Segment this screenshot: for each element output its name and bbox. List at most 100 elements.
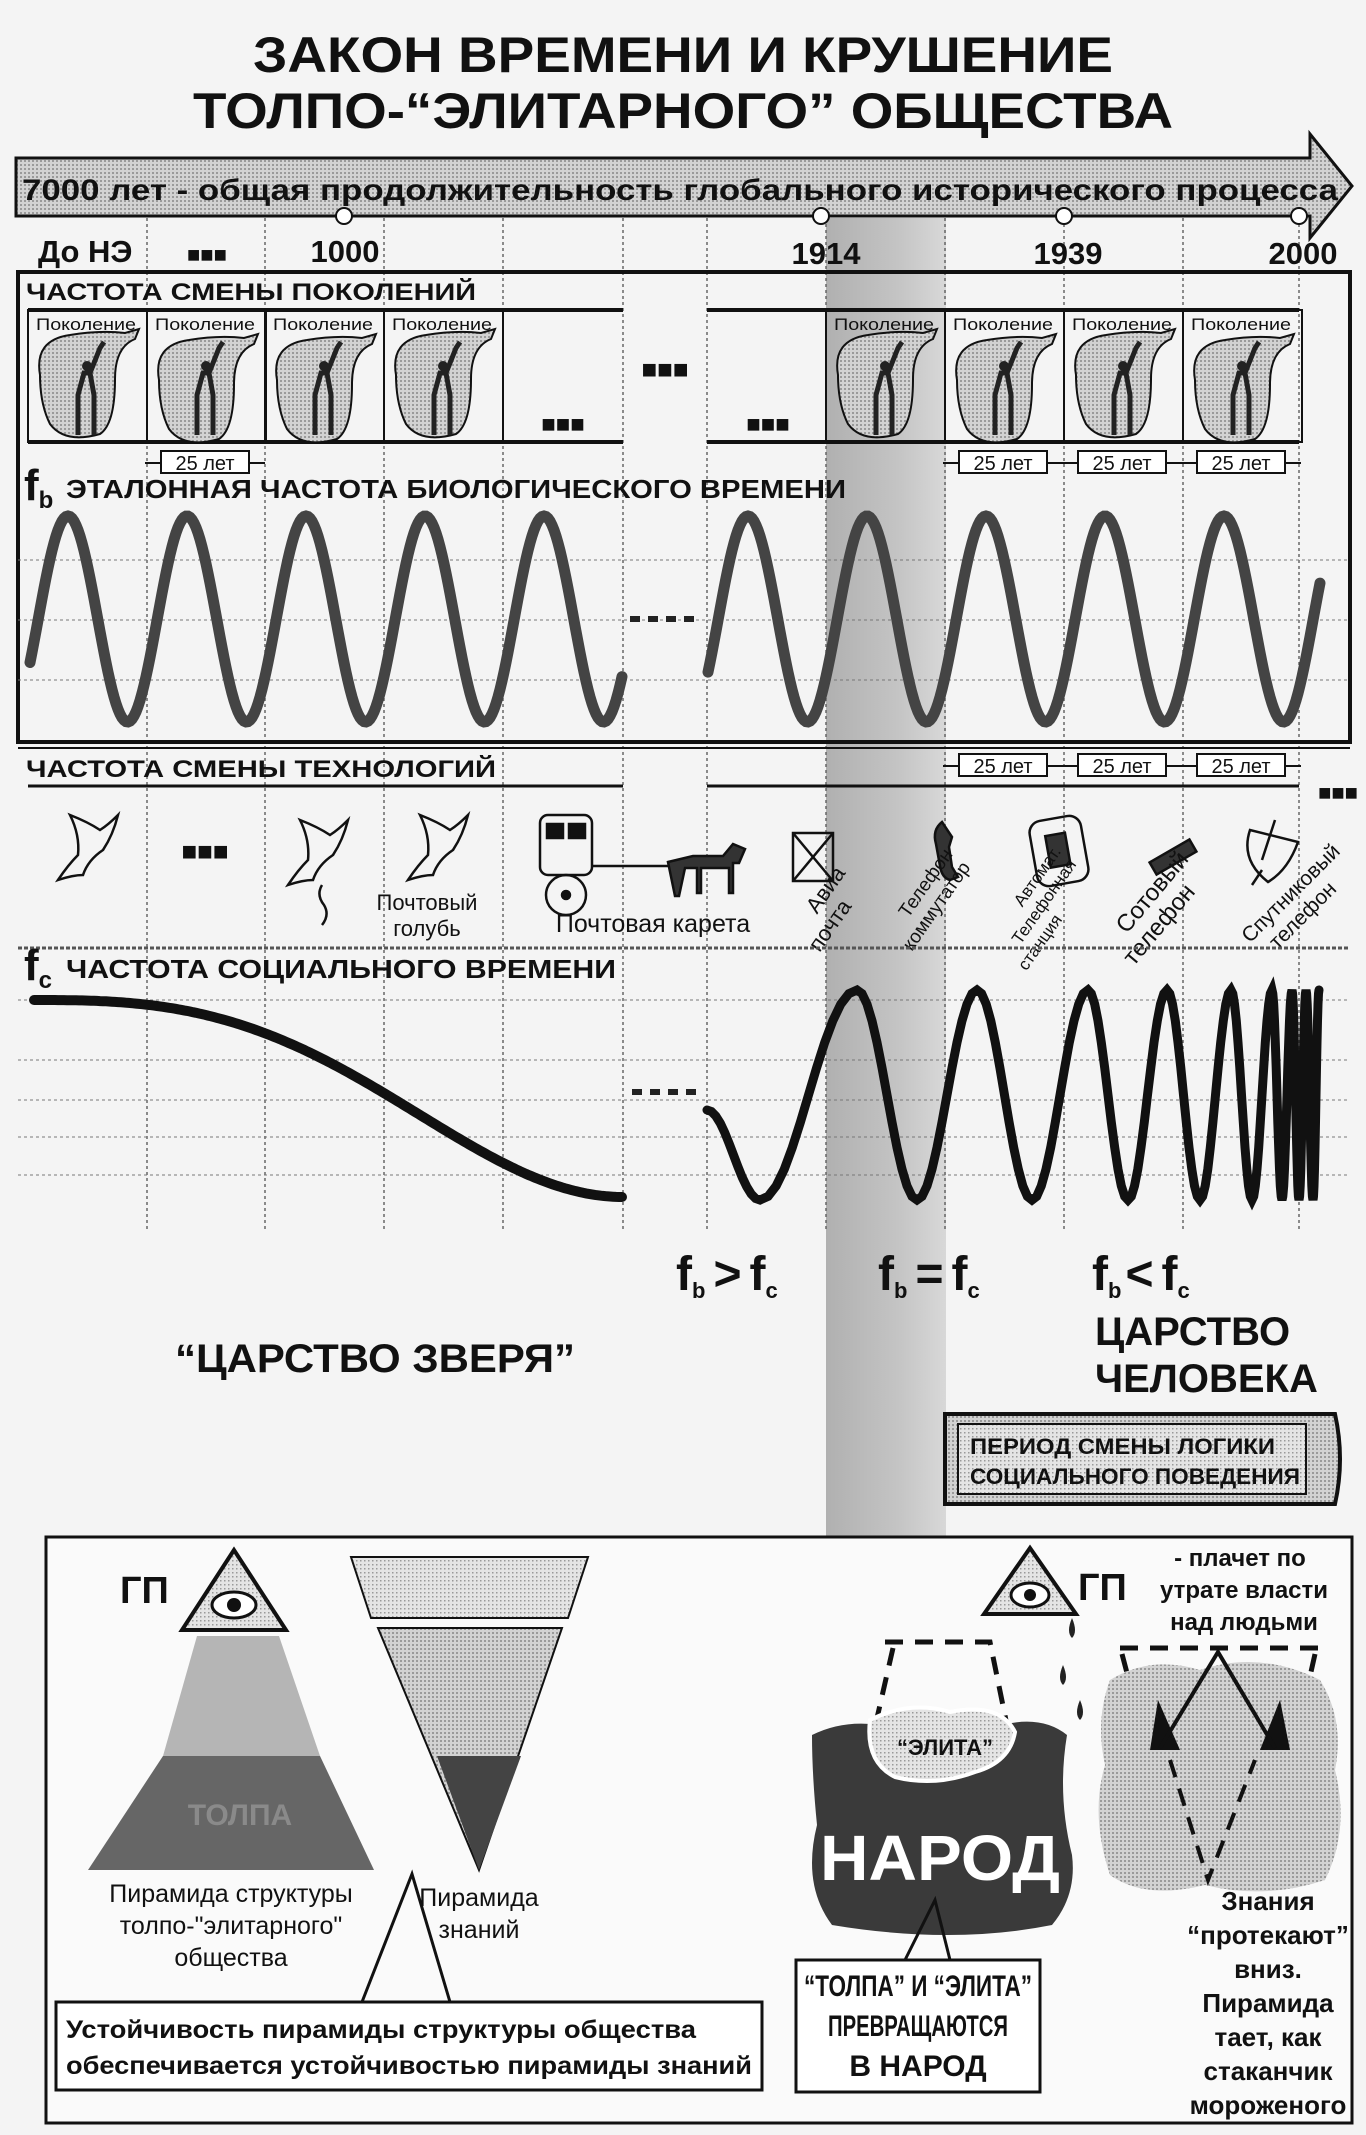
interval-box bbox=[958, 753, 1048, 777]
knowledge-pyramid-body bbox=[376, 1627, 564, 1873]
period-box-line-2: СОЦИАЛЬНОГО ПОВЕДЕНИЯ bbox=[970, 1464, 1300, 1489]
person-figure-icon bbox=[1230, 340, 1262, 435]
year-ellipsis: ■■■ bbox=[187, 242, 227, 267]
knowledge-pyramid-top bbox=[349, 1556, 590, 1619]
timeline-arrow: 7000 лет - общая продолжительность глоба… bbox=[14, 129, 1354, 243]
transform-line-3: В НАРОД bbox=[849, 2050, 986, 2083]
melting-line-4: Пирамида bbox=[1202, 1988, 1334, 2018]
society-pyramid-caption-1: Пирамида структуры bbox=[109, 1880, 352, 1908]
society-pyramid-crowd bbox=[88, 1756, 374, 1870]
melting-caption: Знания “протекают” вниз. Пирамида тает, … bbox=[1187, 1886, 1349, 2120]
year-1914: 1914 bbox=[792, 236, 862, 271]
interval-label: 25 лет bbox=[1092, 756, 1151, 778]
social-time-wave-accelerating bbox=[702, 976, 1324, 1211]
comparison-fb-eq-fc: fb=fc bbox=[878, 1248, 980, 1303]
title-line-1: ЗАКОН ВРЕМЕНИ И КРУШЕНИЕ bbox=[253, 27, 1113, 83]
bio-time-label: fb ЭТАЛОННАЯ ЧАСТОТА БИОЛОГИЧЕСКОГО ВРЕМ… bbox=[24, 461, 846, 514]
crying-line-2: утрате власти bbox=[1160, 1577, 1328, 1604]
crying-line-3: над людьми bbox=[1170, 1609, 1318, 1636]
knowledge-pyramid-base bbox=[437, 1756, 521, 1870]
generation-label: Поколение bbox=[392, 315, 492, 334]
year-labels: До НЭ ■■■ 1000 1914 1939 2000 bbox=[38, 234, 1337, 271]
kingdom-of-beast: “ЦАРСТВО ЗВЕРЯ” bbox=[175, 1337, 575, 1381]
melting-pyramid-blob bbox=[1098, 1648, 1341, 1892]
period-box: ПЕРИОД СМЕНЫ ЛОГИКИ СОЦИАЛЬНОГО ПОВЕДЕНИ… bbox=[943, 1412, 1342, 1506]
melting-line-6: стаканчик bbox=[1204, 2056, 1334, 2086]
interval-box bbox=[1196, 450, 1286, 474]
timeline-markers bbox=[335, 207, 1308, 225]
telephone-icon bbox=[933, 820, 960, 882]
marker-1939 bbox=[1055, 207, 1073, 225]
interval-label: 25 лет bbox=[1092, 453, 1151, 475]
generation-people-icon bbox=[157, 332, 260, 444]
title-line-2: ТОЛПО-“ЭЛИТАРНОГО” ОБЩЕСТВА bbox=[193, 83, 1173, 139]
generations-header: ЧАСТОТА СМЕНЫ ПОКОЛЕНИЙ bbox=[26, 278, 476, 306]
generation-label: Поколение bbox=[273, 315, 373, 334]
pigeon-label-1: Почтовый bbox=[377, 890, 478, 915]
transform-line-1: “ТОЛПА” И “ЭЛИТА” bbox=[804, 1970, 1032, 2003]
generation-people-icon bbox=[275, 332, 378, 444]
person-head-icon bbox=[1118, 361, 1128, 371]
gp-label-left: ГП bbox=[120, 1570, 169, 1612]
generation-row: Поколение Поколение Поколение Поколение Поко… bbox=[27, 308, 1303, 444]
crying-line-1: - плачет по bbox=[1174, 1545, 1306, 1572]
carriage-label: Почтовая карета bbox=[556, 910, 750, 938]
generation-label: Поколение bbox=[953, 315, 1053, 334]
comparison-fb-lt-fc: fb<fc bbox=[1092, 1248, 1190, 1303]
generation-label: Поколение bbox=[155, 315, 255, 334]
generation-label: Поколение bbox=[834, 315, 934, 334]
person-figure-icon bbox=[1111, 340, 1143, 435]
generation-label: Поколение bbox=[1191, 315, 1291, 334]
person-head-icon bbox=[880, 361, 890, 371]
person-figure-icon bbox=[75, 340, 107, 435]
interval-label: 25 лет bbox=[1211, 756, 1270, 778]
period-box-line-1: ПЕРИОД СМЕНЫ ЛОГИКИ bbox=[970, 1434, 1275, 1459]
pigeon-label-2: голубь bbox=[393, 916, 460, 941]
person-figure-icon bbox=[431, 340, 463, 435]
bio-section-frame bbox=[16, 270, 1352, 744]
technology-ellipsis-1: ■■■ bbox=[181, 836, 228, 866]
generations-ellipsis-mid: ■■■ bbox=[641, 354, 688, 384]
melting-line-1: Знания bbox=[1221, 1886, 1314, 1916]
generation-people-icon bbox=[1193, 332, 1296, 444]
dove-icon bbox=[54, 810, 121, 883]
generation-label: Поколение bbox=[1072, 315, 1172, 334]
person-head-icon bbox=[1237, 361, 1247, 371]
interval-box bbox=[1077, 450, 1167, 474]
interval-label: 25 лет bbox=[1211, 453, 1270, 475]
person-head-icon bbox=[438, 361, 448, 371]
society-pyramid-caption-2: толпо-"элитарного" bbox=[120, 1912, 343, 1940]
marker-2000 bbox=[1290, 207, 1308, 225]
melting-line-7: мороженого bbox=[1190, 2090, 1347, 2120]
generation-people-icon bbox=[836, 327, 939, 439]
interval-label: 25 лет bbox=[175, 453, 234, 475]
generation-intervals: 25 лет 25 лет 25 лет 25 лет bbox=[145, 450, 1301, 475]
generation-label: Поколение bbox=[36, 315, 136, 334]
interval-label: 25 лет bbox=[973, 453, 1032, 475]
person-head-icon bbox=[999, 361, 1009, 371]
dove-icon bbox=[284, 815, 351, 926]
society-pyramid-top bbox=[163, 1636, 320, 1756]
bio-time-wave bbox=[24, 510, 1326, 728]
generation-ellipsis: ■■■ bbox=[541, 411, 585, 438]
generation-people-icon bbox=[394, 327, 497, 439]
elite-label: “ЭЛИТА” bbox=[897, 1735, 993, 1760]
generation-people-icon bbox=[1074, 327, 1177, 439]
marker-1000 bbox=[335, 207, 353, 225]
melting-line-3: вниз. bbox=[1234, 1954, 1302, 1984]
interval-box bbox=[958, 450, 1048, 474]
social-time-label: fc ЧАСТОТА СОЦИАЛЬНОГО ВРЕМЕНИ bbox=[24, 941, 616, 994]
social-f-symbol: fc bbox=[24, 941, 52, 994]
technology-icons: ■■■ ■■■ bbox=[54, 780, 1358, 926]
kingdom-of-human-1: ЦАРСТВО bbox=[1095, 1310, 1290, 1354]
person-figure-icon bbox=[992, 340, 1024, 435]
technology-header: ЧАСТОТА СМЕНЫ ТЕХНОЛОГИЙ bbox=[26, 755, 496, 783]
gp-label-right: ГП bbox=[1078, 1567, 1127, 1609]
year-1000: 1000 bbox=[311, 234, 380, 269]
year-bce: До НЭ bbox=[38, 234, 132, 269]
timeline-arrow-text: 7000 лет - общая продолжительность глоба… bbox=[22, 174, 1338, 207]
generation-ellipsis: ■■■ bbox=[746, 411, 790, 438]
mail-carriage-icon bbox=[538, 813, 747, 917]
